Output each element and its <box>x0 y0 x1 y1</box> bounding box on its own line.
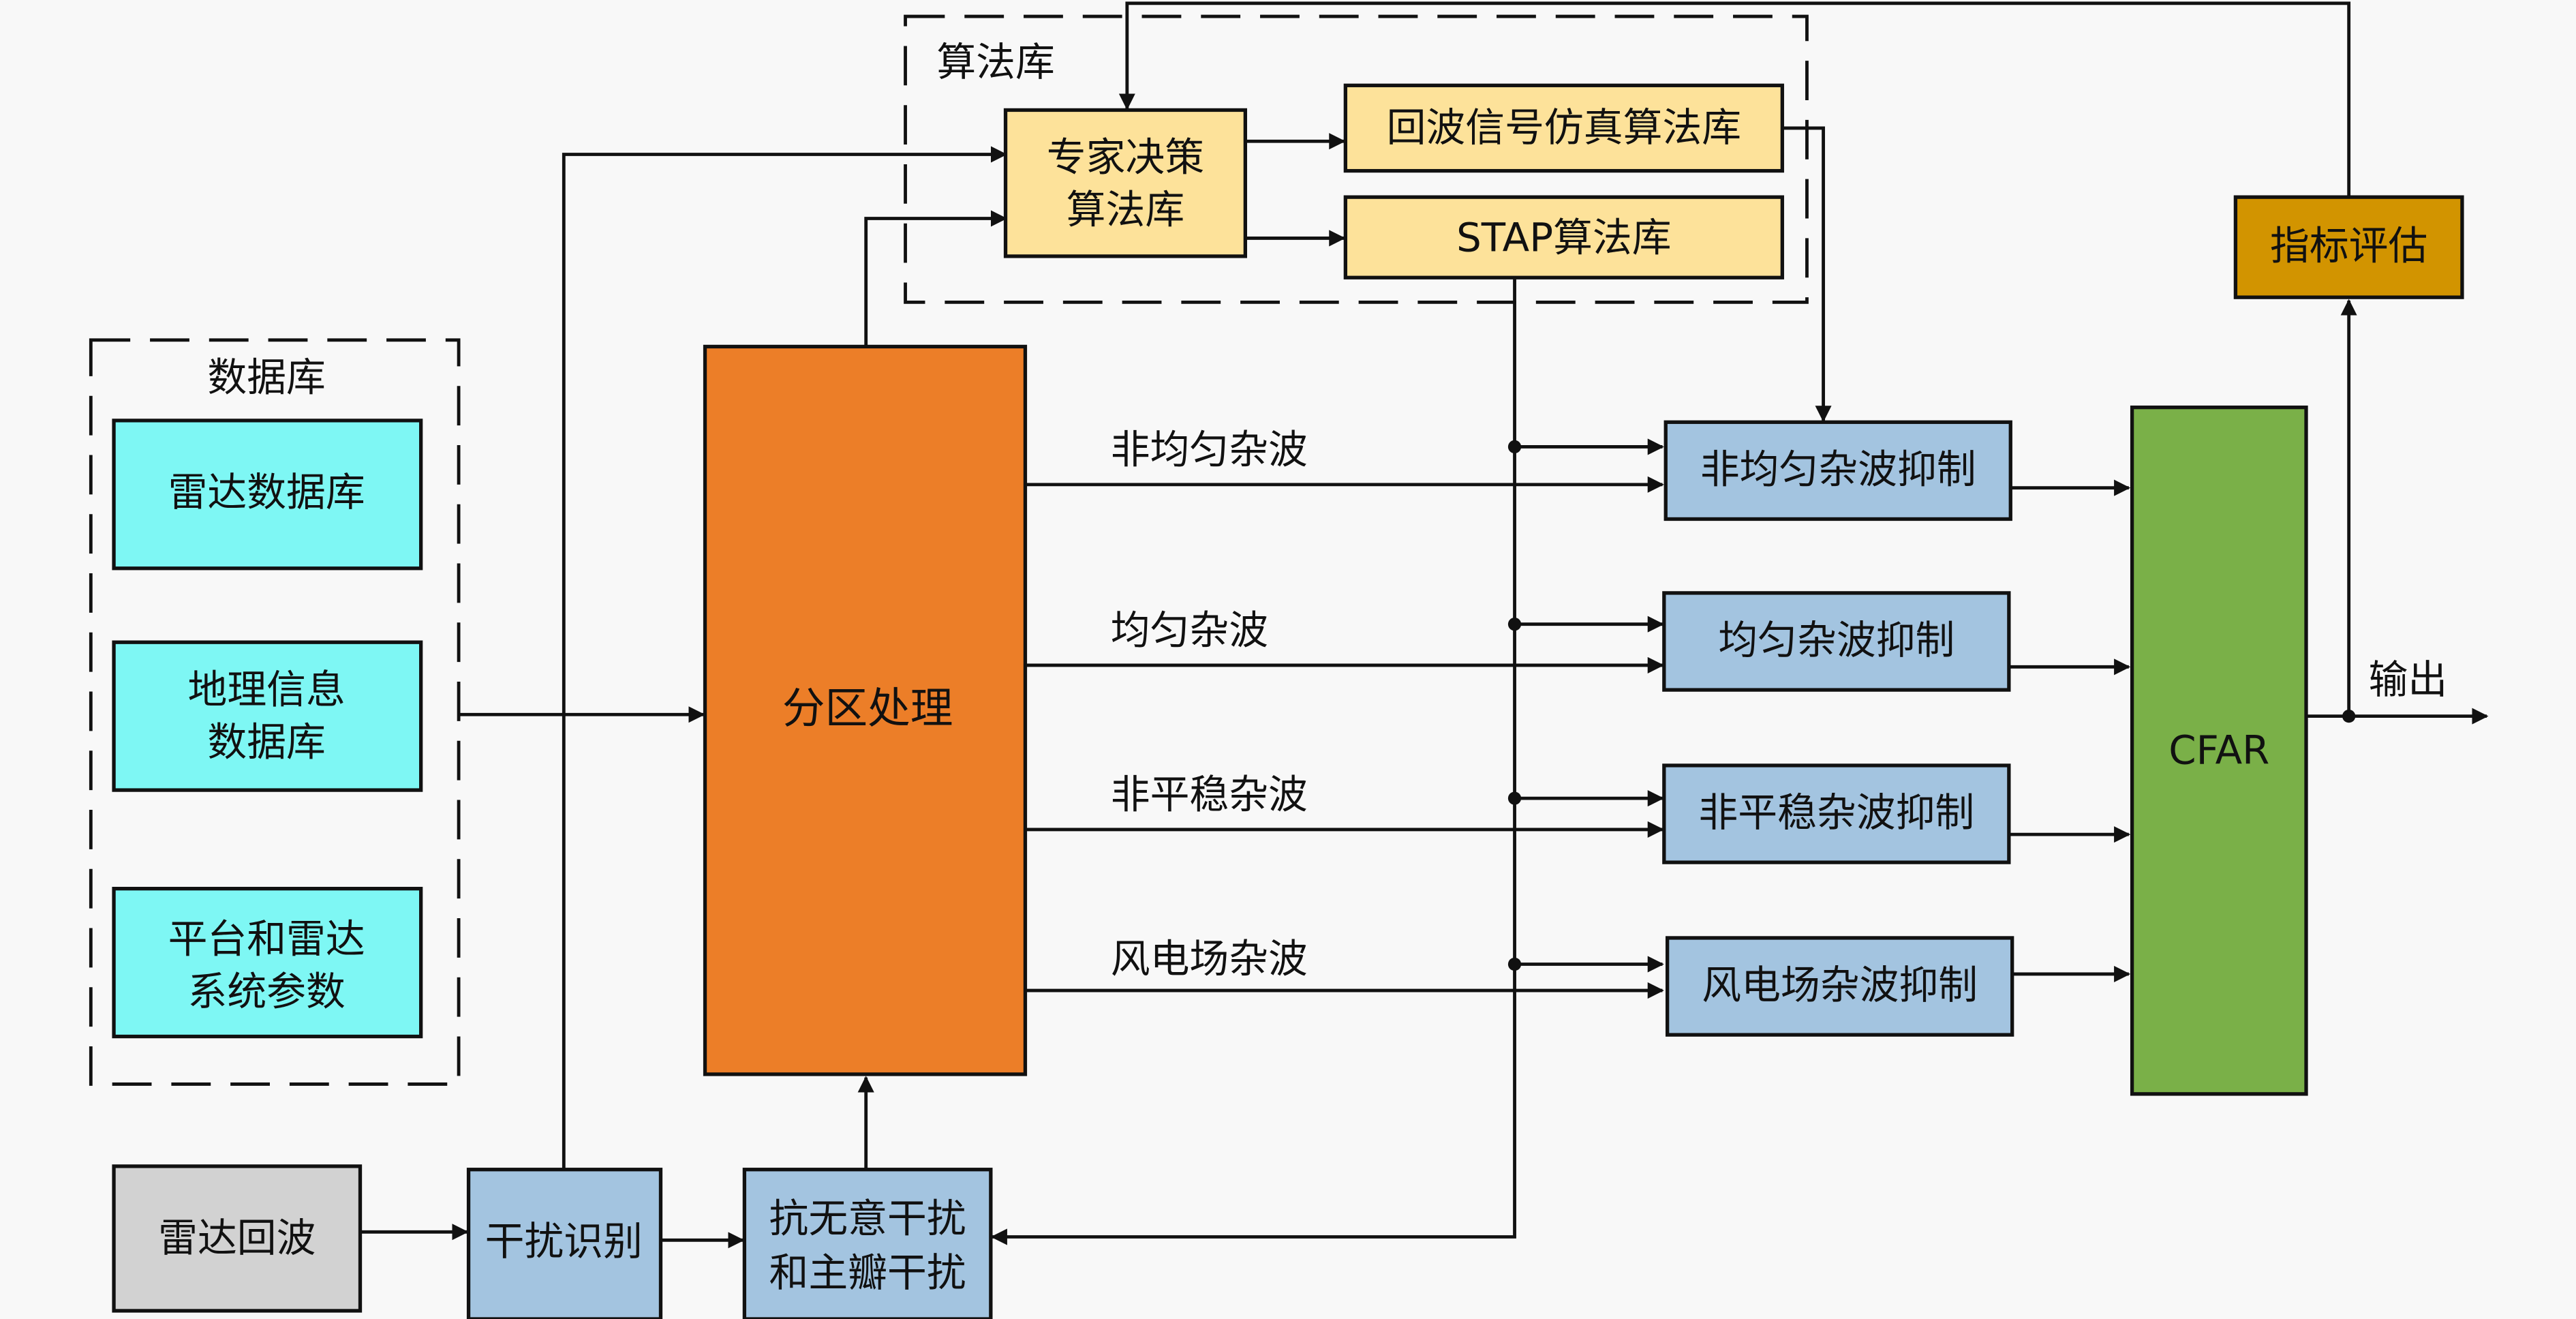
node-expert-decision[interactable]: 专家决策 算法库 <box>1003 108 1247 258</box>
node-label: 非均匀杂波抑制 <box>1700 446 1976 492</box>
node-uniform-suppression[interactable]: 均匀杂波抑制 <box>1662 591 2011 692</box>
node-label: 算法库 <box>1067 187 1185 233</box>
arrow-partition-to-expert <box>864 210 1007 347</box>
edge-label-wind: 风电场杂波 <box>1111 936 1308 982</box>
node-label: 分区处理 <box>782 683 953 733</box>
node-stap[interactable]: STAP算法库 <box>1343 195 1784 279</box>
database-group-border <box>89 338 461 1086</box>
node-label: 地理信息 <box>187 666 345 712</box>
node-nonuniform-suppression[interactable]: 非均匀杂波抑制 <box>1663 420 2012 521</box>
node-label: 雷达数据库 <box>168 469 365 515</box>
junction-dot <box>1507 957 1522 971</box>
node-interference-identification[interactable]: 干扰识别 <box>466 1168 663 1319</box>
node-index-evaluation[interactable]: 指标评估 <box>2233 195 2464 299</box>
edge-label-nonuniform: 非均匀杂波 <box>1111 427 1308 473</box>
arrow-echo-sim-to-nonuniform <box>1782 126 1832 423</box>
node-radar-database[interactable]: 雷达数据库 <box>112 419 423 571</box>
node-geo-database[interactable]: 地理信息 数据库 <box>112 640 423 792</box>
edge-label-nonstationary: 非平稳杂波 <box>1111 772 1308 818</box>
node-label: 和主瓣干扰 <box>769 1249 966 1296</box>
node-echo-simulation[interactable]: 回波信号仿真算法库 <box>1343 83 1784 173</box>
node-label: 风电场杂波抑制 <box>1702 962 1978 1008</box>
node-wind-farm-suppression[interactable]: 风电场杂波抑制 <box>1665 936 2014 1037</box>
connectors <box>360 1 2489 1249</box>
node-label: 均匀杂波抑制 <box>1718 617 1954 663</box>
algorithm-group-border <box>904 14 1809 304</box>
node-label: 非平稳杂波抑制 <box>1698 789 1974 836</box>
edge-label-output: 输出 <box>2369 656 2448 703</box>
node-partition-processing[interactable]: 分区处理 <box>703 344 1028 1076</box>
arrow-interference-to-expert <box>562 146 1007 1170</box>
node-anti-interference[interactable]: 抗无意干扰 和主瓣干扰 <box>742 1168 993 1319</box>
junction-dot <box>1507 791 1522 805</box>
node-nonstationary-suppression[interactable]: 非平稳杂波抑制 <box>1662 763 2011 864</box>
node-label: 抗无意干扰 <box>769 1195 966 1241</box>
node-label: STAP算法库 <box>1456 215 1671 261</box>
node-label: 专家决策 <box>1047 134 1204 181</box>
arrow-evaluation-feedback-to-expert <box>1118 1 2351 198</box>
algorithm-group-title: 算法库 <box>936 39 1055 85</box>
junction-dot <box>1507 440 1522 454</box>
arrow-stap-to-anti-interference <box>990 279 1516 1245</box>
node-label: CFAR <box>2168 727 2269 774</box>
node-label: 指标评估 <box>2270 223 2427 269</box>
database-group-title: 数据库 <box>207 354 326 401</box>
node-label: 干扰识别 <box>485 1218 643 1264</box>
node-label: 雷达回波 <box>158 1215 316 1261</box>
node-cfar[interactable]: CFAR <box>2130 405 2308 1096</box>
edge-label-uniform: 均匀杂波 <box>1111 607 1268 654</box>
node-label: 数据库 <box>207 718 326 765</box>
node-label: 系统参数 <box>187 969 345 1015</box>
node-label: 平台和雷达 <box>168 916 365 962</box>
node-label: 回波信号仿真算法库 <box>1387 104 1741 151</box>
junction-dot <box>1507 618 1522 631</box>
node-platform-radar-params[interactable]: 平台和雷达 系统参数 <box>112 887 423 1039</box>
node-radar-echo[interactable]: 雷达回波 <box>112 1164 363 1313</box>
